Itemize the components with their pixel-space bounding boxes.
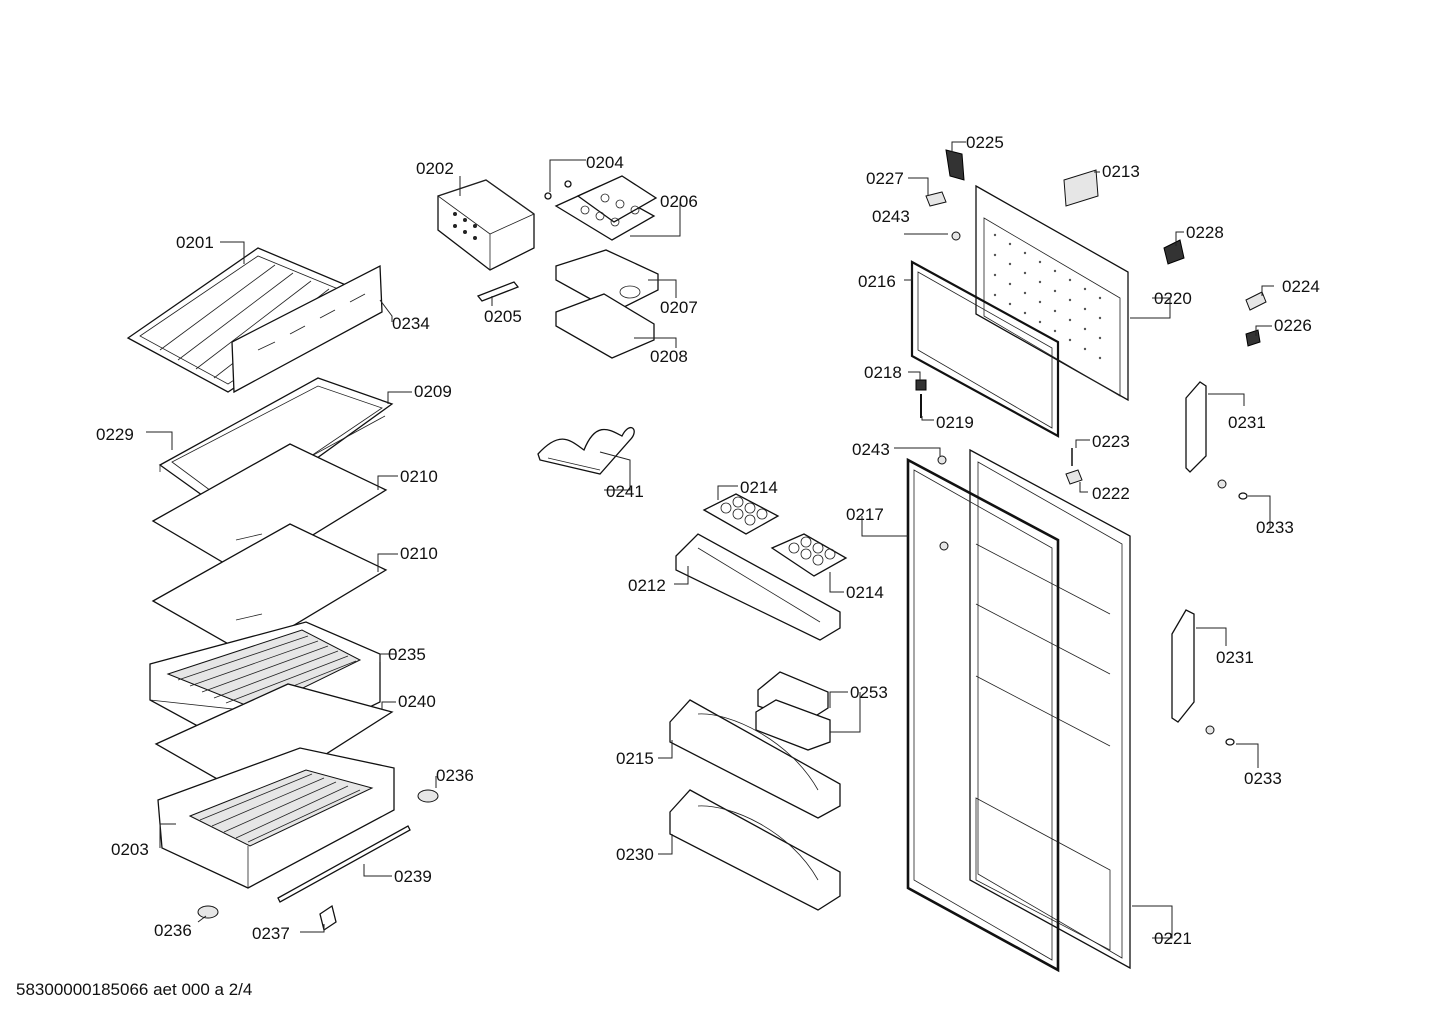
- label-0236-right: 0236: [436, 766, 474, 785]
- label-0240: 0240: [398, 692, 436, 711]
- part-0212-door-shelf: [675, 533, 841, 641]
- label-0233-lower: 0233: [1244, 769, 1282, 788]
- label-0213: 0213: [1102, 162, 1140, 181]
- label-0243-lower: 0243: [852, 440, 890, 459]
- part-0228-hinge-bracket: [1163, 239, 1185, 265]
- label-0222: 0222: [1092, 484, 1130, 503]
- part-0231-handle-lower: [1171, 609, 1195, 723]
- part-0207-ice-bin-frame: [555, 249, 659, 313]
- part-0214-egg-tray-upper: [702, 493, 780, 535]
- label-0227: 0227: [866, 169, 904, 188]
- part-0217-fridge-gasket: [906, 457, 1060, 973]
- part-0226-cover: [1245, 329, 1261, 347]
- label-0216: 0216: [858, 272, 896, 291]
- part-0213-handle-strip: [1063, 169, 1099, 207]
- part-0218-bushing: [915, 379, 927, 391]
- part-0233-screw-lower: [1205, 725, 1235, 746]
- part-0234-back-panel: [231, 264, 383, 394]
- label-0206: 0206: [660, 192, 698, 211]
- part-0253-butter-compartment: [755, 671, 831, 751]
- leader-lines: [146, 141, 1274, 939]
- label-0233-upper: 0233: [1256, 518, 1294, 537]
- label-0204: 0204: [586, 153, 624, 172]
- label-0225: 0225: [966, 133, 1004, 152]
- label-0215: 0215: [616, 749, 654, 768]
- label-0209: 0209: [414, 382, 452, 401]
- part-0231-handle-upper: [1185, 381, 1207, 473]
- label-0203: 0203: [111, 840, 149, 859]
- label-0219: 0219: [936, 413, 974, 432]
- part-0216-freezer-gasket: [910, 260, 1060, 438]
- part-0243-screw-lower: [937, 455, 949, 551]
- label-0234: 0234: [392, 314, 430, 333]
- label-0205: 0205: [484, 307, 522, 326]
- label-0226: 0226: [1274, 316, 1312, 335]
- part-0222-block: [1065, 469, 1083, 485]
- part-0206-ice-cube-trays: [554, 175, 658, 241]
- part-0201-shelf-frame: [126, 247, 374, 393]
- label-0218: 0218: [864, 363, 902, 382]
- part-0241-bottle-rack: [537, 426, 635, 475]
- part-0239-rail: [277, 825, 411, 903]
- part-0210-glass-shelf-upper: [151, 443, 388, 577]
- part-number-labels: 0201 0202 0203 0204 0205 0206 0207 0208 …: [96, 133, 1320, 948]
- label-0235: 0235: [388, 645, 426, 664]
- label-0231-lower: 0231: [1216, 648, 1254, 667]
- part-0243-screw-upper: [951, 231, 961, 241]
- label-0217: 0217: [846, 505, 884, 524]
- part-0214-egg-tray-lower: [770, 533, 848, 577]
- part-0202-ice-tray-holder: [437, 179, 535, 271]
- part-0225-hinge: [945, 149, 965, 181]
- label-0231-upper: 0231: [1228, 413, 1266, 432]
- label-0214-lower: 0214: [846, 583, 884, 602]
- label-0253: 0253: [850, 683, 888, 702]
- part-0224-cap: [1245, 291, 1267, 311]
- part-0236-cap-left: [197, 905, 219, 919]
- part-0236-cap-right: [417, 789, 439, 803]
- part-0221-fridge-door: [969, 448, 1131, 970]
- label-0224: 0224: [1282, 277, 1320, 296]
- document-code: 58300000185066 aet 000 a 2/4: [16, 980, 253, 999]
- part-0210-glass-shelf-lower: [151, 523, 388, 655]
- label-0208: 0208: [650, 347, 688, 366]
- part-0230-door-bin: [669, 789, 841, 911]
- label-0229: 0229: [96, 425, 134, 444]
- label-0228: 0228: [1186, 223, 1224, 242]
- label-0221: 0221: [1154, 929, 1192, 948]
- label-0237: 0237: [252, 924, 290, 943]
- part-0205-strip: [476, 281, 520, 302]
- label-0241: 0241: [606, 482, 644, 501]
- label-0201: 0201: [176, 233, 214, 252]
- label-0212: 0212: [628, 576, 666, 595]
- part-0215-door-bin: [669, 699, 841, 819]
- label-0243-upper: 0243: [872, 207, 910, 226]
- label-0220: 0220: [1154, 289, 1192, 308]
- label-0210-upper: 0210: [400, 467, 438, 486]
- part-0220-freezer-door: [975, 184, 1129, 402]
- label-0230: 0230: [616, 845, 654, 864]
- label-0239: 0239: [394, 867, 432, 886]
- label-0207: 0207: [660, 298, 698, 317]
- part-0204-pins: [544, 180, 572, 200]
- part-0203-vegetable-drawer: [157, 747, 395, 889]
- label-0214-upper: 0214: [740, 478, 778, 497]
- part-0208-ice-bin: [555, 293, 655, 359]
- part-0237-clip: [319, 904, 337, 932]
- label-0210-lower: 0210: [400, 544, 438, 563]
- label-0236-left: 0236: [154, 921, 192, 940]
- label-0223: 0223: [1092, 432, 1130, 451]
- part-0227-cover: [925, 191, 947, 207]
- part-0233-screw-upper: [1217, 479, 1248, 500]
- label-0202: 0202: [416, 159, 454, 178]
